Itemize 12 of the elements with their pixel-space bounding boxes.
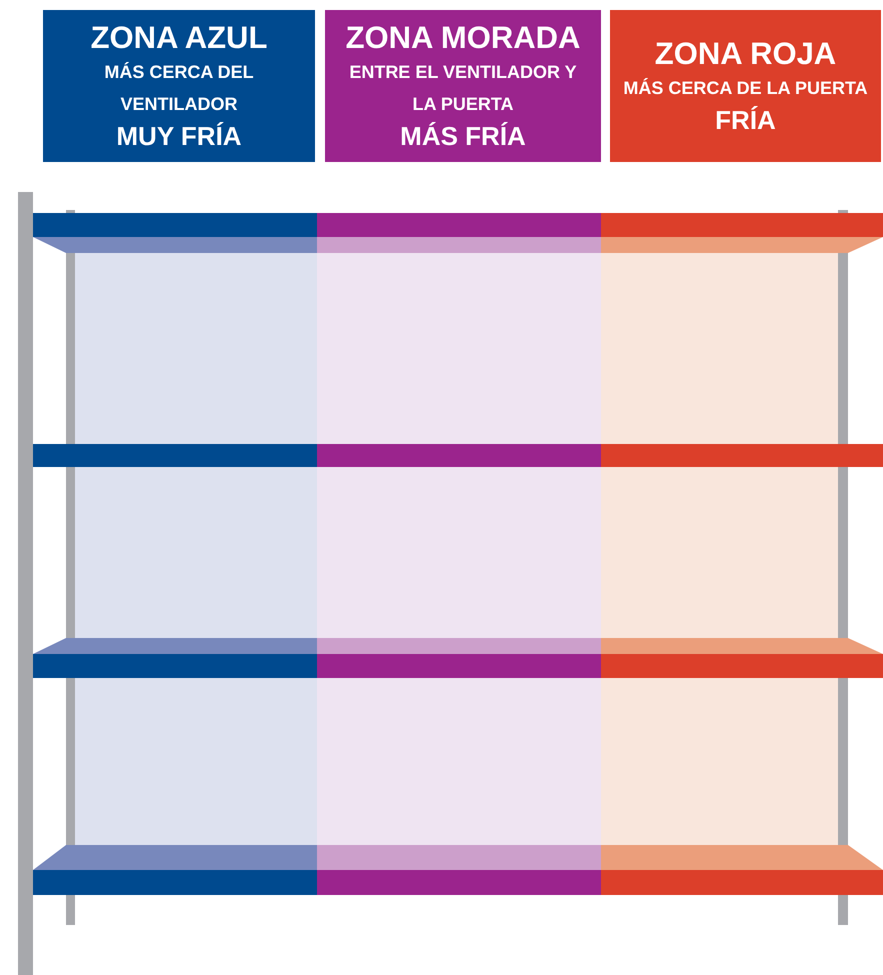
zone-description: MÁS CERCA DEL VENTILADOR	[103, 61, 255, 116]
temperature-label: MUY FRÍA	[116, 120, 242, 152]
zone-header	[43, 10, 315, 162]
temperature-label: MÁS FRÍA	[400, 120, 526, 152]
zone-description: ENTRE EL VENTILADOR Y LA PUERTA	[348, 61, 578, 116]
zone-header	[610, 10, 881, 162]
zone-title: ZONA MORADA	[346, 20, 580, 56]
temperature-label: FRÍA	[715, 104, 776, 136]
zone-title: ZONA ROJA	[654, 36, 836, 72]
zone-description: MÁS CERCA DE LA PUERTA	[622, 77, 869, 100]
zone-title: ZONA AZUL	[90, 20, 268, 56]
zone-header	[325, 10, 601, 162]
